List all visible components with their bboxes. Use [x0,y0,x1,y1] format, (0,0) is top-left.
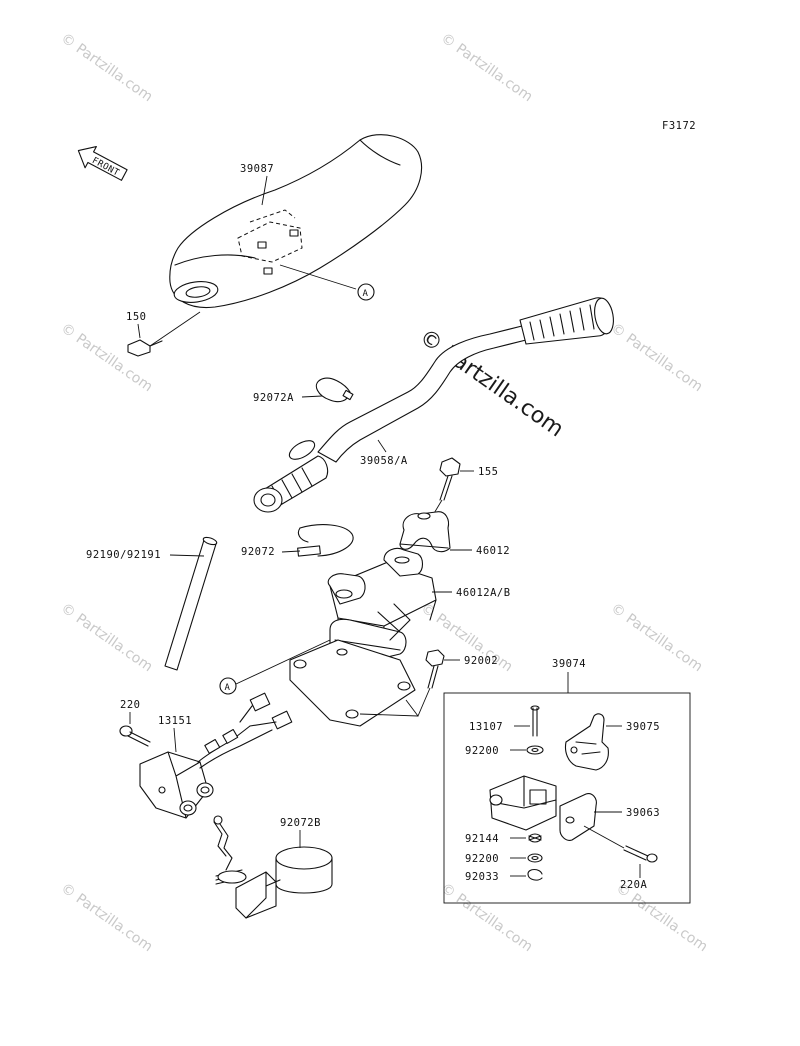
part-label-39087: 39087 [240,163,274,175]
part-label-155: 155 [478,466,498,478]
screw-220-part [119,725,151,747]
leader-line [261,175,268,206]
leader-line [279,264,357,290]
band-92072a-part [315,377,354,403]
watermark-text: © Partzilla.com [608,320,706,395]
callout-a-middle: A [219,677,237,695]
part-label-92190-92191: 92190/92191 [86,549,161,561]
front-arrow-icon: FRONT [77,146,128,181]
callout-letter: A [225,683,231,693]
part-label-92144: 92144 [465,833,499,845]
leader-line [281,550,301,553]
part-label-220a: 220A [620,879,647,891]
part-label-39058a: 39058/A [360,455,408,467]
leader-line [173,727,177,753]
part-label-92200-bottom: 92200 [465,853,499,865]
part-label-92072: 92072 [241,546,275,558]
part-label-13151: 13151 [158,715,192,727]
washer-92200-top-part [526,745,544,755]
part-label-39074: 39074 [552,658,586,670]
watermark-text: © Partzilla.com [613,880,711,955]
lever-39075-part [564,713,609,771]
handlebar-holder-part [289,547,437,727]
part-label-92002: 92002 [464,655,498,667]
lever-body-part [489,775,557,831]
screw-220a-part [583,825,658,863]
leader-line [301,395,323,398]
pin-13107-part [530,705,540,737]
callout-a-top: A [357,283,375,301]
watermark-text: © Partzilla.com [58,30,156,105]
callout-letter: A [363,289,369,299]
watermark-text: © Partzilla.com [58,600,156,675]
part-label-46012: 46012 [476,545,510,557]
watermark-text: © Partzilla.com [438,30,536,105]
lever-assembly-group: 39074 13107 92200 39075 [443,658,691,904]
bolt-150-part [127,311,201,357]
bolt-92002-part [359,649,445,717]
leader-line [137,323,141,339]
watermark-text: © Partzilla.com [58,880,156,955]
circlip-92033-part [527,868,543,881]
watermark-text: © Partzilla.com [438,880,536,955]
leader-line [235,639,331,685]
switch-assembly-part [139,692,293,819]
washer-92200-bottom-part [527,853,543,863]
leader-line [169,554,205,557]
assembly-box [443,692,691,904]
watermark-text: © Partzilla.com [58,320,156,395]
part-label-13107: 13107 [469,721,503,733]
part-label-92200-top: 92200 [465,745,499,757]
part-label-92072a: 92072A [253,392,294,404]
part-label-150: 150 [126,311,146,323]
tube-part [164,536,218,671]
bolt-155-part [429,457,461,521]
holder-cap-46012-part [399,511,451,553]
part-label-92072b: 92072B [280,817,321,829]
spring-92144-part [528,833,542,843]
part-label-92033: 92033 [465,871,499,883]
figure-code: F3172 [662,120,696,132]
part-label-220: 220 [120,699,140,711]
part-label-46012ab: 46012A/B [456,587,511,599]
cover-39063-part [559,793,597,841]
part-label-39063: 39063 [626,807,660,819]
handlebar-part [253,297,614,513]
part-label-39075: 39075 [626,721,660,733]
band-92072-part [297,524,354,557]
clip-92072b-part [213,815,333,919]
leader-line [377,439,387,453]
handle-cover-part [169,134,423,309]
watermark-text: © Partzilla.com [608,600,706,675]
